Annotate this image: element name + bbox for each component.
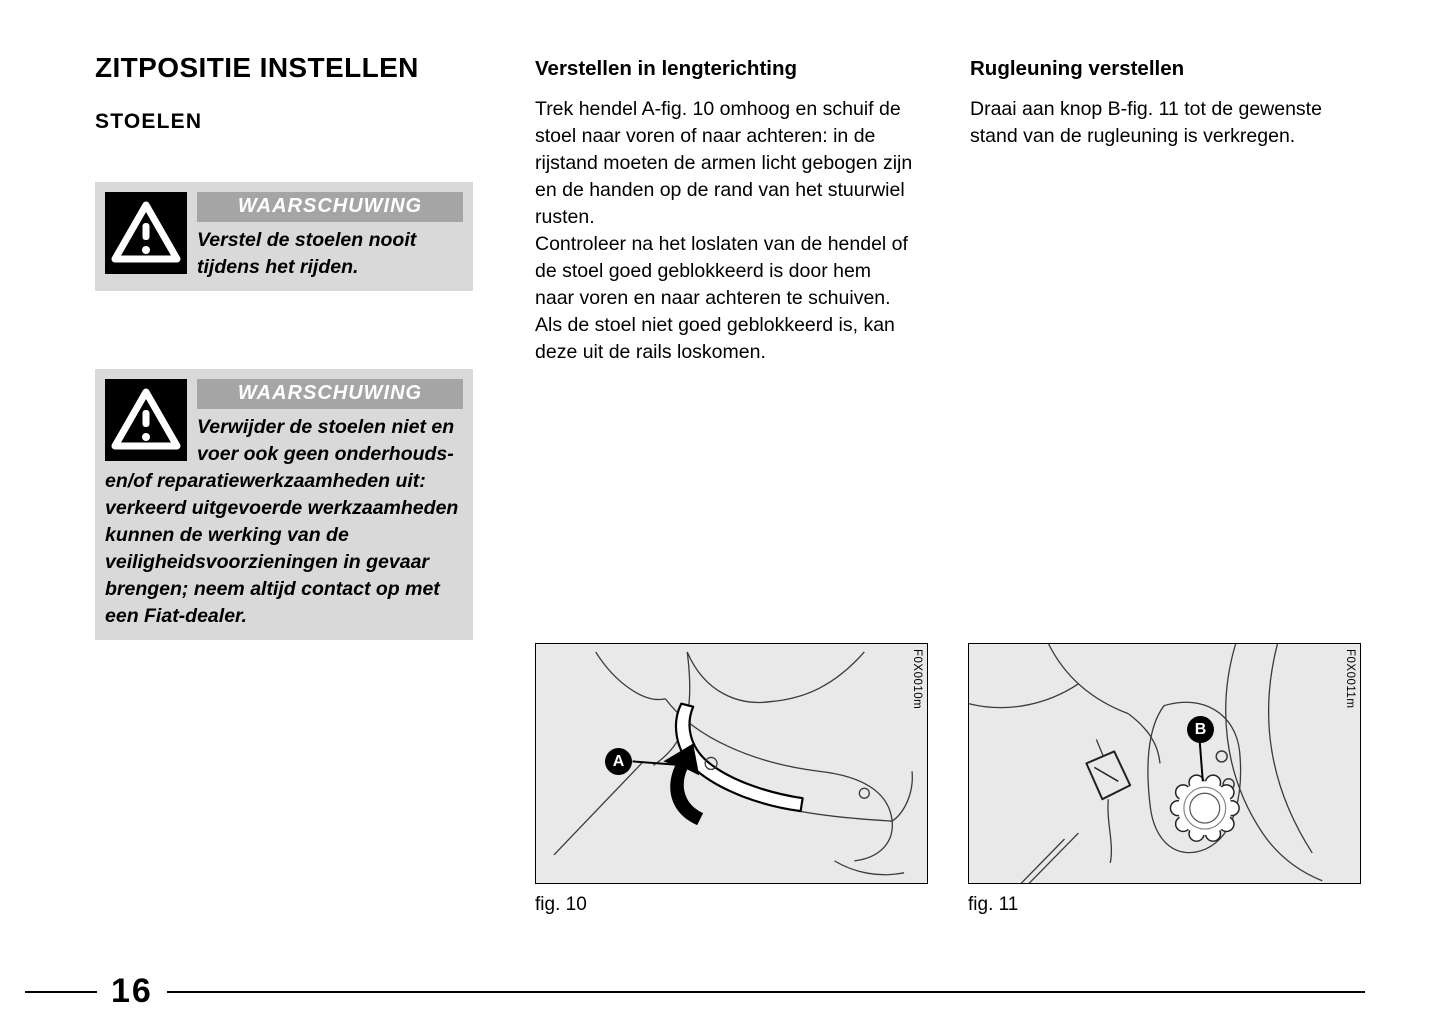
left-column: ZITPOSITIE INSTELLEN STOELEN WAARSCHUWIN… <box>95 52 473 640</box>
page-title: ZITPOSITIE INSTELLEN <box>95 52 419 83</box>
warning-triangle-icon <box>105 192 187 274</box>
figure-caption: fig. 10 <box>535 894 587 915</box>
figure-caption: fig. 11 <box>968 894 1019 915</box>
figure-11-illustration: B F0X0011m <box>968 643 1361 884</box>
section-body-length-adjust: Trek hendel A-fig. 10 omhoog en schuif d… <box>535 98 913 363</box>
warning-header: WAARSCHUWING <box>197 192 463 222</box>
warning-text: Verwijder de stoelen niet en voer ook ge… <box>105 416 459 627</box>
callout-a: A <box>605 748 632 775</box>
page-footer: 16 <box>0 972 1445 1011</box>
callout-b: B <box>1187 716 1214 743</box>
footer-rule-right <box>166 990 1365 993</box>
page-subtitle: STOELEN <box>95 110 203 133</box>
figure-code: F0X0011m <box>1344 649 1356 709</box>
warning-box-2: WAARSCHUWING Verwijder de stoelen niet e… <box>95 369 473 640</box>
section-heading-backrest-adjust: Rugleuning verstellen <box>970 57 1185 80</box>
warning-text: Verstel de stoelen nooit tijdens het rij… <box>197 229 417 278</box>
warning-header: WAARSCHUWING <box>197 379 463 409</box>
backrest-knob-drawing <box>969 644 1323 883</box>
figure-10: A F0X0010m fig. 10 <box>535 643 928 916</box>
middle-column: Verstellen in lengterichting Trek hendel… <box>535 57 915 366</box>
figure-code: F0X0010m <box>911 649 923 710</box>
figure-11: B F0X0011m fig. 11 <box>968 643 1361 916</box>
seat-slide-lever-drawing <box>553 651 913 876</box>
figure-10-illustration: A F0X0010m <box>535 643 928 884</box>
section-heading-length-adjust: Verstellen in lengterichting <box>535 57 798 80</box>
page-number: 16 <box>111 972 153 1010</box>
section-body-backrest-adjust: Draai aan knop B-fig. 11 tot de gewenste… <box>970 98 1322 147</box>
warning-box-1: WAARSCHUWING Verstel de stoelen nooit ti… <box>95 182 473 291</box>
footer-rule-left <box>25 990 97 993</box>
warning-triangle-icon <box>105 379 187 461</box>
right-column: Rugleuning verstellen Draai aan knop B-f… <box>970 57 1342 150</box>
